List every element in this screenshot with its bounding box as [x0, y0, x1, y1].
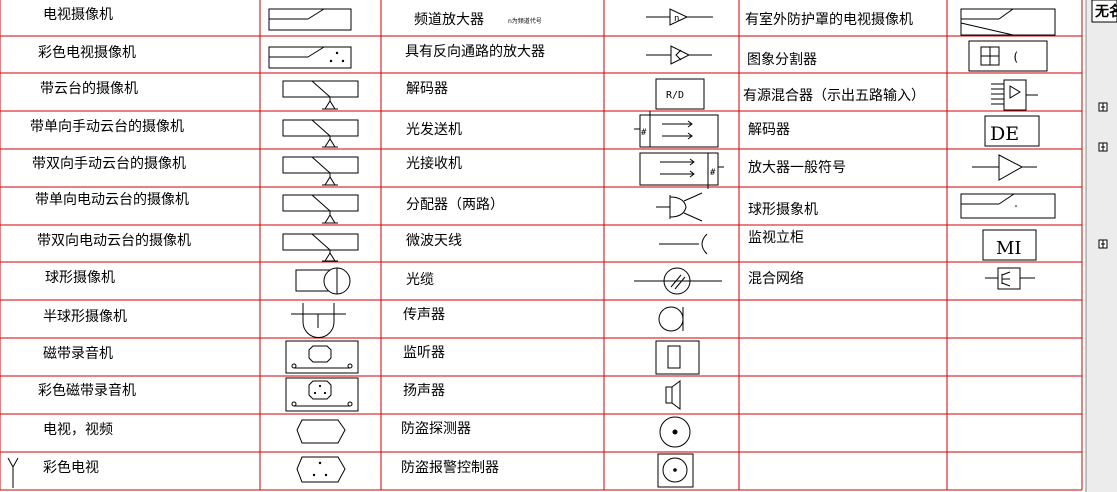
monitor-speaker-icon: [655, 340, 700, 375]
label-channel-amplifier: 频道放大器: [414, 12, 484, 28]
intrusion-detector-icon: [659, 416, 691, 448]
optical-transmitter-icon: #: [634, 111, 719, 148]
label-tape-recorder: 磁带录音机: [43, 345, 113, 362]
dome-camera-icon: [295, 267, 351, 295]
label-dome-camera: 球形摄像机: [45, 270, 115, 286]
decoder-de-text: DE: [990, 123, 1019, 145]
decoder-rd-icon: R/D: [655, 78, 705, 110]
label-amplifier-general: 放大器一般符号: [748, 160, 846, 176]
reverse-amplifier-icon: [646, 45, 712, 65]
label-image-splitter: 图象分割器: [747, 51, 817, 68]
label-alarm-controller: 防盗报警控制器: [401, 460, 499, 476]
label-decoder-2: 解码器: [748, 122, 790, 138]
label-outdoor-camera: 有室外防护罩的电视摄像机: [745, 11, 913, 28]
label-loudspeaker: 扬声器: [403, 383, 445, 399]
microphone-icon: [658, 306, 684, 332]
label-microphone: 传声器: [403, 307, 445, 323]
manual-pan-camera-icon: [282, 119, 359, 148]
color-tv-camera-icon: [268, 46, 352, 69]
microwave-antenna-icon: [659, 233, 708, 255]
monitor-mi-text: MI: [996, 238, 1022, 259]
optical-cable-icon: [634, 267, 722, 295]
dome-camera-2-icon: [960, 193, 1056, 219]
table-grid: [0, 0, 1083, 491]
decoder-rd-text: R/D: [666, 90, 684, 101]
mixing-network-icon: [985, 267, 1035, 290]
label-monitor-speaker: 监听器: [403, 345, 445, 361]
right-labels: 有室外防护罩的电视摄像机 图象分割器 有源混合器（示出五路输入） 解码器 放大器…: [743, 11, 925, 287]
label-optical-cable: 光缆: [406, 272, 434, 288]
label-camera-motor-pan-tilt: 带双向电动云台的摄像机: [37, 233, 191, 249]
label-reverse-amplifier: 具有反向通路的放大器: [405, 44, 545, 60]
panel-title: 无名: [1094, 3, 1117, 20]
left-labels: 电视摄像机 彩色电视摄像机 带云台的摄像机 带单向手动云台的摄像机 带双向手动云…: [30, 7, 191, 476]
tree-collapse-icon[interactable]: [1098, 239, 1108, 249]
half-dome-camera-icon: [291, 303, 346, 338]
motor-pan-camera-icon: [282, 194, 359, 224]
monitor-cabinet-icon: MI: [982, 229, 1037, 261]
motor-pan-tilt-camera-icon: [282, 233, 359, 262]
amp-n-text: n: [674, 14, 679, 24]
tree-collapse-icon[interactable]: [1098, 102, 1108, 112]
label-camera-motor-pan: 带单向电动云台的摄像机: [35, 192, 189, 208]
outdoor-camera-icon: [960, 8, 1056, 36]
decoder-de-icon: DE: [984, 115, 1040, 147]
label-half-dome-camera: 半球形摄像机: [43, 309, 127, 325]
loudspeaker-icon: [665, 380, 681, 410]
label-intrusion-detector: 防盗探测器: [401, 421, 471, 437]
optical-receiver-icon: #: [639, 152, 724, 189]
label-dome-camera-2: 球形摄象机: [748, 202, 818, 218]
label-active-mixer: 有源混合器（示出五路输入）: [743, 88, 925, 104]
two-way-splitter-icon: [656, 192, 703, 222]
label-camera-pan-tilt: 带云台的摄像机: [40, 81, 138, 97]
label-tv-video: 电视，视频: [43, 422, 113, 438]
color-tape-recorder-icon: [285, 377, 359, 412]
label-two-way-splitter: 分配器（两路）: [406, 197, 504, 213]
label-color-tv-camera: 彩色电视摄像机: [38, 44, 136, 61]
active-mixer-icon: [991, 79, 1038, 111]
tree-collapse-icon[interactable]: [1098, 142, 1108, 152]
label-tv-camera: 电视摄像机: [43, 7, 113, 23]
antenna-mark-icon: [7, 457, 19, 488]
label-optical-transmitter: 光发送机: [406, 122, 462, 138]
channel-amplifier-icon: n: [646, 8, 713, 26]
tv-video-icon: [296, 419, 346, 444]
alarm-controller-icon: [657, 453, 694, 488]
label-monitor-cabinet: 监视立柜: [748, 230, 804, 246]
channel-note: n为频道代号: [508, 17, 542, 25]
label-camera-manual-pan-tilt: 带双向手动云台的摄像机: [32, 156, 186, 172]
color-tv-icon: [296, 456, 346, 483]
label-optical-receiver: 光接收机: [406, 155, 462, 172]
label-decoder: 解码器: [406, 81, 448, 97]
manual-pan-tilt-camera-icon: [282, 156, 359, 186]
rx-mark-text: #: [710, 168, 716, 178]
side-panel: 无名: [1085, 0, 1117, 492]
tv-camera-icon: [268, 8, 352, 31]
label-microwave-antenna: 微波天线: [406, 233, 462, 249]
label-camera-manual-pan: 带单向手动云台的摄像机: [30, 119, 184, 135]
splitter-paren-text: (: [1012, 50, 1019, 64]
image-splitter-icon: (: [968, 40, 1048, 72]
tape-recorder-icon: [285, 340, 359, 374]
tx-mark-text: #: [641, 128, 647, 138]
pan-tilt-camera-icon: [282, 80, 359, 110]
amplifier-general-icon: [972, 154, 1037, 181]
label-mixing-network: 混合网络: [748, 271, 804, 287]
label-color-tape-recorder: 彩色磁带录音机: [38, 382, 136, 399]
label-color-tv: 彩色电视: [43, 459, 99, 476]
middle-labels: 频道放大器 n为频道代号 具有反向通路的放大器 解码器 光发送机 光接收机 分配…: [401, 12, 545, 476]
